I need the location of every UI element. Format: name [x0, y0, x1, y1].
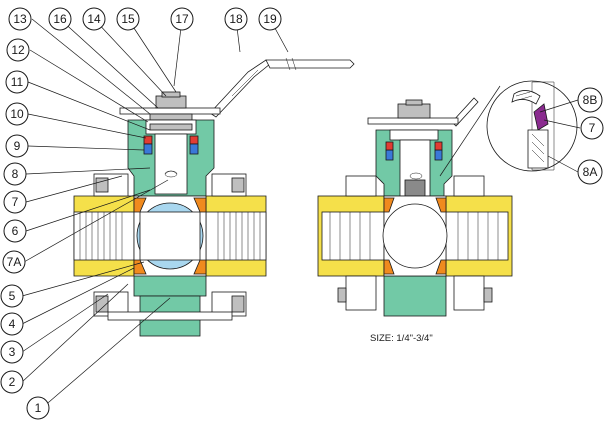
right-ball — [382, 195, 448, 277]
callout-11: 11 — [5, 70, 29, 94]
callout-4: 4 — [0, 312, 24, 336]
callout-18-label: 18 — [229, 12, 243, 26]
callout-13: 13 — [8, 7, 32, 31]
callout-3-label: 3 — [9, 345, 16, 359]
callout-14-label: 14 — [87, 12, 101, 26]
callout-10: 10 — [5, 102, 29, 126]
callout-8a-label: 8A — [583, 165, 598, 179]
callout-8a: 8A — [577, 159, 603, 185]
callout-9: 9 — [5, 134, 29, 158]
right-valve-assembly: SIZE: 1/4"-3/4" — [317, 97, 513, 344]
callout-7a: 7A — [2, 250, 26, 274]
callout-8-label: 8 — [12, 167, 19, 181]
callout-8: 8 — [3, 162, 27, 186]
callout-17-label: 17 — [175, 12, 189, 26]
callout-12: 12 — [6, 38, 30, 62]
callout-3: 3 — [0, 340, 24, 364]
end-cap-left — [73, 195, 135, 277]
callout-15: 15 — [116, 7, 140, 31]
right-handle — [367, 97, 479, 127]
callout-9-label: 9 — [14, 139, 21, 153]
callout-15-label: 15 — [121, 12, 135, 26]
handle-lever — [119, 57, 355, 118]
callout-2-label: 2 — [9, 375, 16, 389]
callout-4-label: 4 — [9, 317, 16, 331]
callout-2: 2 — [0, 370, 24, 394]
callout-18: 18 — [224, 7, 248, 31]
callout-5-label: 5 — [9, 289, 16, 303]
callout-17: 17 — [170, 7, 194, 31]
right-center-body — [375, 129, 453, 317]
end-cap-right — [205, 195, 267, 277]
callout-7a-label: 7A — [7, 255, 22, 269]
stem-nut — [149, 91, 193, 121]
callout-1: 1 — [26, 396, 50, 420]
callout-16: 16 — [48, 7, 72, 31]
callout-6: 6 — [3, 219, 27, 243]
callout-16-label: 16 — [53, 12, 67, 26]
callout-19: 19 — [258, 7, 282, 31]
callout-7: 7 — [3, 190, 27, 214]
callout-13-label: 13 — [13, 12, 27, 26]
callout-8b: 8B — [577, 87, 603, 113]
callout-19-label: 19 — [263, 12, 277, 26]
callout-7-detail: 7 — [580, 116, 604, 140]
right-end-caps — [317, 195, 513, 277]
callout-1-label: 1 — [35, 401, 42, 415]
center-body-upper — [127, 119, 215, 197]
detail-zoom-circle — [439, 80, 578, 177]
callout-7-label: 7 — [12, 195, 19, 209]
callout-12-label: 12 — [11, 43, 25, 57]
leader-lines — [21, 18, 581, 409]
left-valve-assembly — [73, 57, 355, 337]
callout-7-detail-label: 7 — [589, 121, 596, 135]
size-caption: SIZE: 1/4"-3/4" — [370, 333, 433, 344]
callout-5: 5 — [0, 284, 24, 308]
callout-8b-label: 8B — [583, 93, 598, 107]
callout-10-label: 10 — [10, 107, 24, 121]
callout-14: 14 — [82, 7, 106, 31]
ball-and-seats — [133, 195, 207, 277]
right-bolts — [337, 175, 493, 311]
callout-6-label: 6 — [12, 224, 19, 238]
callout-11-label: 11 — [11, 75, 24, 89]
